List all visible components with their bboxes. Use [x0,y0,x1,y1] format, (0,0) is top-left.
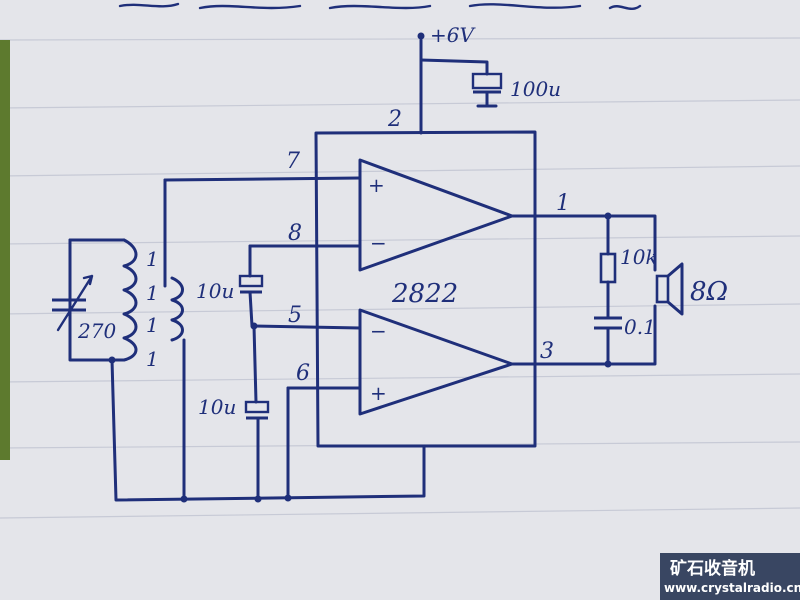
pin-6-label: 6 [296,361,310,386]
tuning-arrow [56,274,94,332]
speaker-icon [655,262,684,316]
coil-marks-1: 1 [146,247,159,271]
zobel-resistor [599,252,617,284]
ic-body [314,130,537,448]
pin-7-wire [163,176,362,182]
supply-cap-wire [419,58,489,76]
watermark: 矿石收音机 www.crystalradio.cn [660,553,800,600]
tuning-cap-label: 270 [77,319,116,343]
lower-minus-sign: − [370,319,387,343]
primary-coil [122,238,138,362]
supply-section: +6V 100u 2 [387,23,561,135]
pin-2-label: 2 [387,107,402,132]
pin-1-label: 1 [556,191,570,216]
pin-3-wire [510,304,657,366]
coil-marks-2: 1 [146,281,159,305]
paper-ruling [0,37,800,519]
supply-label: +6V [430,23,476,47]
cap-lower-body [244,400,270,414]
pin-3-label: 3 [540,339,554,364]
upper-op-amp [358,158,514,272]
cap-lower-wire-top [252,324,258,404]
upper-minus-sign: − [370,231,387,255]
supply-cap-label: 100u [510,77,561,101]
chip-label: 2822 [391,279,458,309]
coil-marks-3: 1 [146,313,159,337]
ground-bus [110,358,426,502]
watermark-bg [660,553,800,600]
speaker-label: 8Ω [690,277,728,307]
lower-op-amp [358,308,514,416]
watermark-url: www.crystalradio.cn [664,581,800,595]
supply-terminal [417,32,425,40]
upper-plus-sign: + [368,173,385,197]
pin-5-wire [252,324,362,330]
cap-upper-wire-bottom [248,290,254,328]
header-scribble [118,2,642,11]
junction-gnd-1 [180,495,188,503]
watermark-title: 矿石收音机 [670,558,755,579]
pin-7-label: 7 [286,149,300,174]
secondary-coil [170,276,184,342]
coil-marks-4: 1 [146,347,159,371]
cap-upper-body [238,274,264,288]
zobel-cap-label: 0.1 [624,315,656,339]
supply-cap-ground [476,90,498,108]
supply-cap-body [471,72,503,90]
pin-8-label: 8 [288,221,302,246]
binder-strip [0,40,10,460]
cap-lower-label: 10u [198,395,236,419]
junction-gnd-2 [254,495,262,503]
resistor-label: 10k [620,245,658,269]
tank-left-wire [68,238,126,362]
pin-1-wire [510,214,657,272]
junction-gnd-3 [284,494,292,502]
lower-plus-sign: + [370,381,387,405]
pin-5-label: 5 [288,303,302,328]
cap-upper-label: 10u [196,279,234,303]
